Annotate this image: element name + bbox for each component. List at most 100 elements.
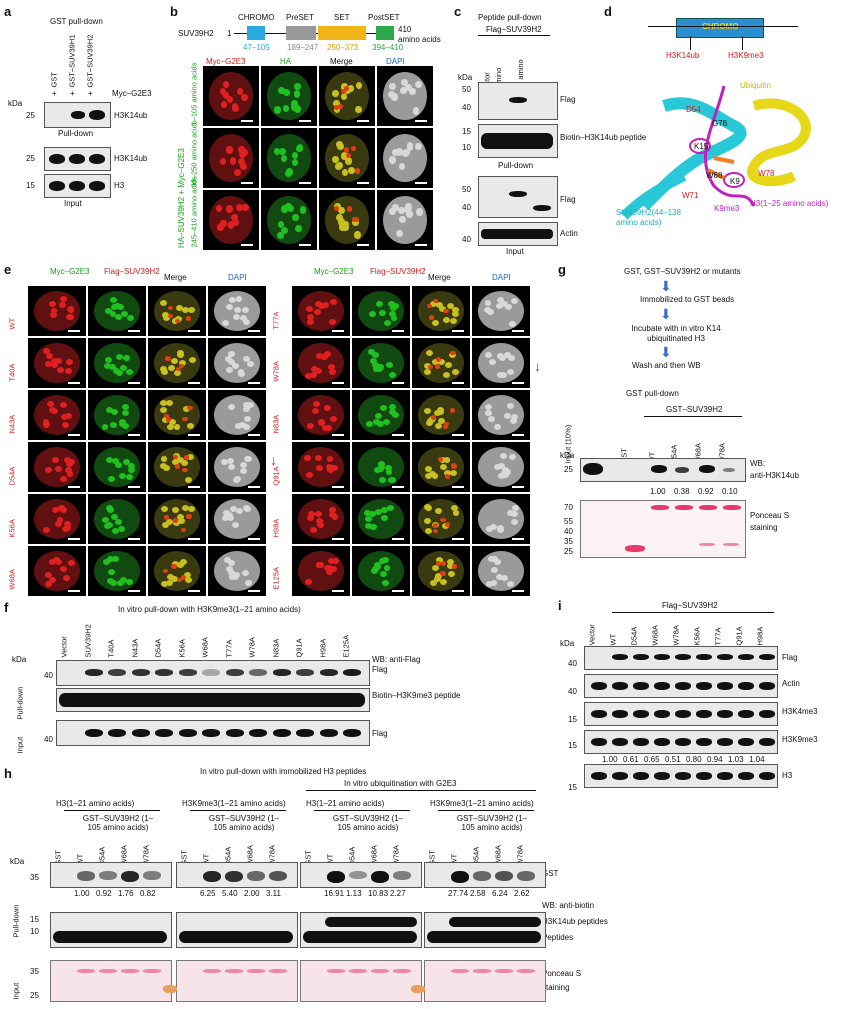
nuclear-speckle bbox=[49, 407, 57, 414]
h-title1: In vitro pull-down with immobilized H3 p… bbox=[200, 767, 367, 776]
microscopy-image bbox=[203, 66, 259, 126]
blot-band bbox=[591, 682, 607, 690]
blot-band bbox=[427, 931, 541, 943]
merge-spot bbox=[187, 405, 193, 411]
e-arrow-left: ↓ bbox=[270, 452, 277, 468]
nuclear-speckle bbox=[118, 526, 126, 533]
nuclear-speckle bbox=[231, 213, 238, 222]
nuclear-speckle bbox=[391, 412, 399, 419]
h-quant-value: 10.83 bbox=[368, 889, 389, 898]
nuclear-speckle bbox=[226, 303, 234, 310]
c-blot-biotin bbox=[478, 124, 558, 158]
scale-bar bbox=[248, 486, 260, 488]
d-chromo-box bbox=[676, 18, 764, 38]
blot-band bbox=[759, 772, 775, 780]
blot-band bbox=[69, 181, 85, 191]
h-quant-value: 6.25 bbox=[200, 889, 216, 898]
d-k9-circle bbox=[723, 172, 745, 188]
blot-band bbox=[108, 669, 126, 676]
nuclear-speckle bbox=[64, 367, 72, 374]
nuclear-speckle bbox=[222, 81, 230, 89]
nuclear-speckle bbox=[355, 82, 363, 90]
b-domain-postset bbox=[376, 26, 394, 40]
microscopy-image bbox=[203, 190, 259, 250]
g-group: GST–SUV39H2 bbox=[666, 405, 723, 414]
merge-spot bbox=[440, 561, 446, 566]
nuclear-speckle bbox=[508, 320, 516, 327]
b-name-set: SET bbox=[334, 13, 350, 22]
merge-spot bbox=[185, 316, 191, 321]
nuclear-speckle bbox=[168, 419, 176, 426]
d-h3-tail bbox=[704, 85, 756, 207]
nuclear-speckle bbox=[400, 86, 408, 94]
merge-spot bbox=[179, 363, 185, 369]
blot-band bbox=[633, 654, 649, 660]
nuclear-speckle bbox=[321, 301, 329, 308]
microscopy-image bbox=[208, 338, 266, 388]
nuclear-speckle bbox=[409, 87, 416, 96]
ponceau-band bbox=[121, 969, 139, 973]
nuclear-speckle bbox=[412, 107, 420, 115]
merge-spot bbox=[172, 518, 178, 523]
nuclear-speckle bbox=[58, 302, 66, 309]
merge-spot bbox=[166, 417, 172, 422]
f-lane-label: Vector bbox=[59, 636, 69, 658]
f-lane-label: N83A bbox=[271, 638, 280, 658]
blot-band bbox=[699, 465, 715, 473]
g-ponceau bbox=[580, 500, 746, 558]
nuclear-speckle bbox=[106, 456, 114, 463]
d-res-k9me3: K9me3 bbox=[714, 204, 740, 213]
nuclear-speckle bbox=[291, 151, 299, 159]
nuclear-speckle bbox=[439, 464, 447, 471]
nuclear-speckle bbox=[176, 561, 184, 568]
nuclear-speckle bbox=[125, 369, 133, 376]
nuclear-speckle bbox=[111, 409, 119, 416]
merge-spot bbox=[182, 467, 188, 473]
nuclear-speckle bbox=[495, 573, 503, 580]
ponceau-band bbox=[203, 969, 221, 973]
a-pd-marker: 25 bbox=[26, 111, 35, 120]
blot-band bbox=[717, 710, 733, 718]
nuclear-speckle bbox=[414, 80, 422, 88]
i-quant-value: 0.61 bbox=[623, 755, 639, 764]
e-right-row-label: T77A bbox=[271, 311, 281, 330]
blot-band bbox=[303, 931, 417, 943]
nuclear-speckle bbox=[226, 366, 234, 373]
nuclear-speckle bbox=[63, 574, 71, 581]
c-cap1: Pull-down bbox=[498, 161, 534, 170]
i-quant-value: 1.04 bbox=[749, 755, 765, 764]
nuclear-speckle bbox=[221, 458, 228, 465]
nuclear-speckle bbox=[316, 518, 324, 525]
e-right-row-label: E125A bbox=[271, 566, 281, 590]
nuclear-speckle bbox=[449, 318, 457, 325]
nuclear-speckle bbox=[187, 454, 195, 461]
nuclear-speckle bbox=[314, 308, 322, 315]
nuclear-speckle bbox=[60, 414, 68, 421]
blot-band bbox=[759, 682, 775, 690]
merge-spot bbox=[177, 577, 183, 583]
microscopy-image bbox=[412, 338, 470, 388]
nuclear-speckle bbox=[274, 106, 281, 114]
blot-band bbox=[272, 729, 291, 737]
nucleus bbox=[357, 343, 405, 383]
nuclear-speckle bbox=[306, 514, 314, 521]
b-protein: SUV39H2 bbox=[178, 29, 214, 38]
i-blot bbox=[584, 764, 778, 788]
nuclear-speckle bbox=[379, 404, 387, 411]
i-quant-value: 0.65 bbox=[644, 755, 660, 764]
a-in-caption: Input bbox=[64, 199, 82, 208]
microscopy-image bbox=[28, 286, 86, 336]
merge-spot bbox=[173, 454, 179, 460]
nuclear-speckle bbox=[162, 416, 170, 423]
merge-spot bbox=[346, 206, 352, 212]
nuclear-speckle bbox=[111, 556, 119, 563]
blot-band bbox=[131, 729, 150, 737]
nuclear-speckle bbox=[486, 580, 494, 587]
scale-bar bbox=[299, 182, 311, 184]
scale-bar bbox=[332, 434, 344, 436]
h-m2-10: 10 bbox=[30, 927, 39, 936]
nuclear-speckle bbox=[215, 204, 223, 212]
blot-band bbox=[53, 931, 167, 943]
microscopy-image bbox=[472, 546, 530, 596]
nuclear-speckle bbox=[59, 296, 67, 303]
